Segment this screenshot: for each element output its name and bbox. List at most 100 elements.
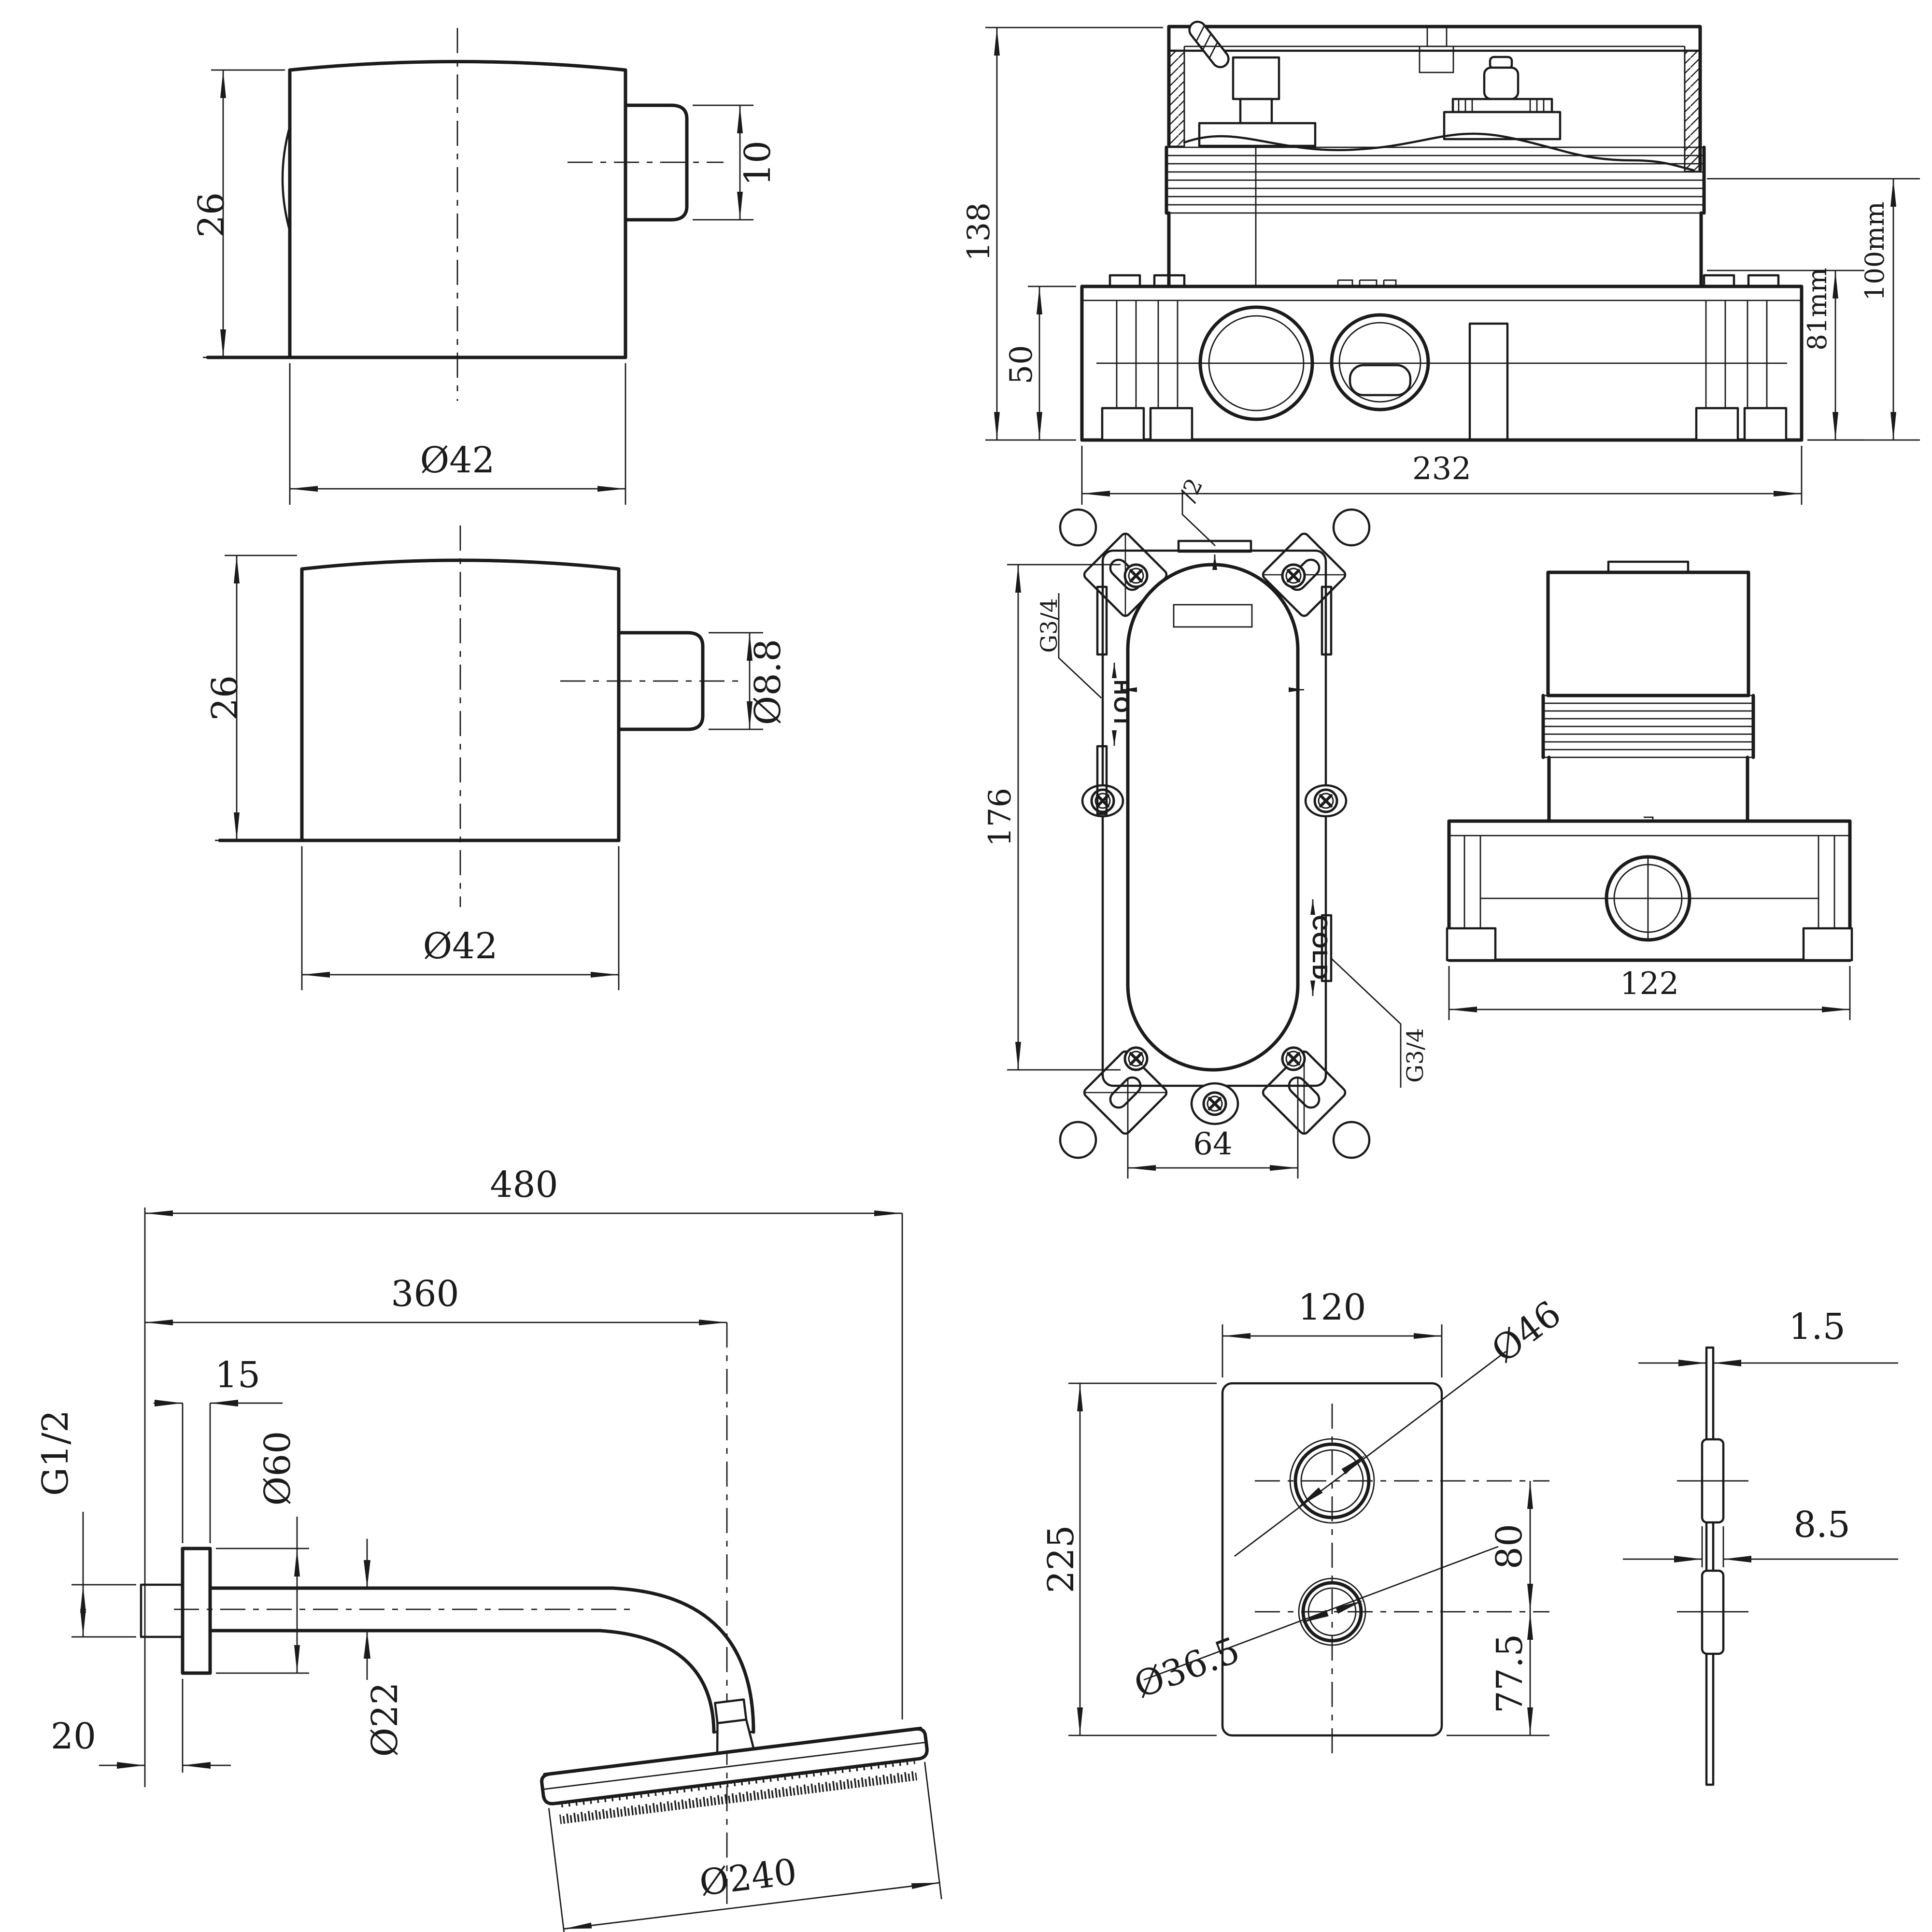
- dim-handle-front-height: 26: [204, 554, 297, 841]
- dim-arm-overall-length: 480: [145, 1164, 903, 1719]
- valve-box-left-bracket: [1101, 274, 1193, 441]
- valve-cap: [1167, 20, 1702, 172]
- dim-arm-diameter: Ø22: [364, 1539, 406, 1757]
- svg-text:138: 138: [961, 202, 997, 261]
- dim-upper-hole: Ø46: [1234, 1293, 1569, 1557]
- bracket-frame: [1101, 549, 1327, 1087]
- svg-text:26: 26: [204, 675, 246, 721]
- dim-plate-height: 225: [1040, 1382, 1217, 1736]
- svg-text:10: 10: [737, 141, 779, 186]
- callout-bracket-top-thread: /2: [1175, 474, 1216, 547]
- dim-handle-top-stub: 10: [693, 104, 779, 221]
- plate-lower-hole: [1298, 1577, 1366, 1646]
- svg-text:64: 64: [1193, 1126, 1232, 1162]
- svg-text:Ø42: Ø42: [420, 440, 495, 481]
- dim-bracket-opening-width: 64: [1127, 1078, 1299, 1179]
- svg-text:G1/2: G1/2: [35, 1410, 76, 1496]
- svg-text:1.5: 1.5: [1789, 1306, 1846, 1348]
- svg-text:50: 50: [1004, 345, 1039, 384]
- svg-text:G3/4: G3/4: [1036, 598, 1063, 653]
- dim-arm-length: 360: [145, 1273, 728, 1912]
- svg-text:15: 15: [215, 1354, 260, 1396]
- svg-text:232: 232: [1412, 451, 1471, 487]
- dim-handle-front-diameter: Ø42: [301, 846, 620, 990]
- view-bracket-front: /2 HOT G3/4 COLD G3/4 176 64: [982, 474, 1429, 1179]
- view-valve-side: 122: [1446, 560, 1853, 1020]
- svg-text:Ø36.5: Ø36.5: [1129, 1629, 1245, 1706]
- view-shower-arm: 480 360 15 G1/2 Ø60 20: [35, 1164, 942, 1932]
- valve-side-neck: [1547, 755, 1749, 823]
- bracket-screws: [1081, 565, 1348, 1125]
- dim-valve-side-width: 122: [1448, 966, 1851, 1020]
- callout-hot-thread: G3/4: [1036, 593, 1102, 699]
- dim-valve-depth-max: 100mm: [1707, 178, 1920, 441]
- valve-ribs: [1165, 145, 1706, 215]
- dim-flange-thickness: 15: [154, 1354, 283, 1543]
- svg-text:122: 122: [1620, 966, 1679, 1002]
- dim-plate-width: 120: [1222, 1287, 1443, 1378]
- handle-front-outline: [218, 558, 705, 842]
- dim-wall-offset: 20: [51, 1679, 231, 1773]
- dim-flange-diameter: Ø60: [216, 1431, 309, 1674]
- svg-text:Ø60: Ø60: [257, 1431, 298, 1506]
- valve-neck: [1167, 211, 1703, 288]
- dim-plate-thickness: 1.5: [1638, 1306, 1898, 1366]
- svg-text:480: 480: [490, 1164, 558, 1206]
- svg-text:360: 360: [391, 1273, 459, 1315]
- dim-handle-top-diameter: Ø42: [289, 363, 626, 505]
- svg-text:20: 20: [51, 1716, 96, 1757]
- valve-side-cap: [1546, 570, 1750, 697]
- cold-port: COLD: [1308, 585, 1333, 996]
- view-handle-top: 26 10 Ø42: [191, 28, 779, 505]
- valve-box-right-bracket: [1695, 274, 1788, 441]
- hot-port: HOT: [1096, 585, 1133, 815]
- bracket-label-window: [1173, 604, 1253, 628]
- arm-wall-fitting: [140, 1547, 212, 1675]
- view-handle-front: 26 Ø8.8 Ø42: [204, 526, 789, 990]
- dim-valve-overall-height: 138: [961, 27, 1163, 441]
- dim-boss-depth: 8.5: [1623, 1504, 1898, 1567]
- svg-text:80: 80: [1489, 1524, 1530, 1569]
- dim-bracket-height: 176: [982, 564, 1121, 1071]
- nozzle-fringe: [558, 1759, 917, 1824]
- svg-text:HOT: HOT: [1109, 680, 1133, 729]
- svg-text:COLD: COLD: [1308, 915, 1332, 981]
- shower-head: Ø240: [540, 1698, 942, 1932]
- bracket-top-tab: [1177, 540, 1252, 553]
- dim-handle-top-height: 26: [191, 69, 285, 358]
- svg-text:G3/4: G3/4: [1402, 1028, 1429, 1082]
- dim-handle-front-stub-diameter: Ø8.8: [709, 632, 789, 730]
- view-plate-front: 120 225 Ø46 Ø36.5 80 77.5: [1040, 1287, 1569, 1761]
- callout-cold-thread: G3/4: [1331, 958, 1429, 1088]
- dim-valve-box-height: 50: [1004, 285, 1076, 440]
- valve-cut-line: [1183, 132, 1694, 171]
- view-plate-side: 1.5 8.5: [1623, 1306, 1898, 1786]
- svg-text:Ø42: Ø42: [423, 925, 498, 967]
- view-valve-front: 138 50 81mm 100mm 232: [961, 20, 1920, 505]
- valve-side-box: [1446, 816, 1853, 962]
- svg-text:Ø46: Ø46: [1484, 1293, 1568, 1371]
- plate-upper-hole: [1289, 1438, 1375, 1524]
- valve-box: [1080, 274, 1804, 442]
- arm-tube: [174, 1586, 755, 1749]
- svg-text:26: 26: [191, 192, 232, 238]
- svg-text:225: 225: [1040, 1525, 1082, 1593]
- plate-side-strip: [1677, 1346, 1748, 1786]
- valve-cartridge-stems: [1198, 56, 1562, 286]
- svg-text:Ø8.8: Ø8.8: [747, 639, 789, 725]
- svg-text:Ø22: Ø22: [364, 1682, 406, 1757]
- svg-text:176: 176: [982, 788, 1018, 847]
- dim-lower-offset: 77.5: [1447, 1612, 1549, 1736]
- svg-text:Ø240: Ø240: [697, 1851, 799, 1904]
- dim-valve-overall-width: 232: [1081, 446, 1803, 505]
- dim-hole-spacing: 80: [1489, 1481, 1533, 1612]
- dim-arm-thread: G1/2: [35, 1410, 136, 1638]
- svg-text:81mm: 81mm: [1802, 268, 1833, 350]
- handle-top-outline: [206, 60, 689, 359]
- svg-text:77.5: 77.5: [1489, 1634, 1531, 1714]
- svg-text:100mm: 100mm: [1860, 201, 1890, 300]
- valve-cap-screw: [1188, 20, 1230, 69]
- svg-text:/2: /2: [1175, 474, 1208, 506]
- svg-text:8.5: 8.5: [1793, 1504, 1850, 1546]
